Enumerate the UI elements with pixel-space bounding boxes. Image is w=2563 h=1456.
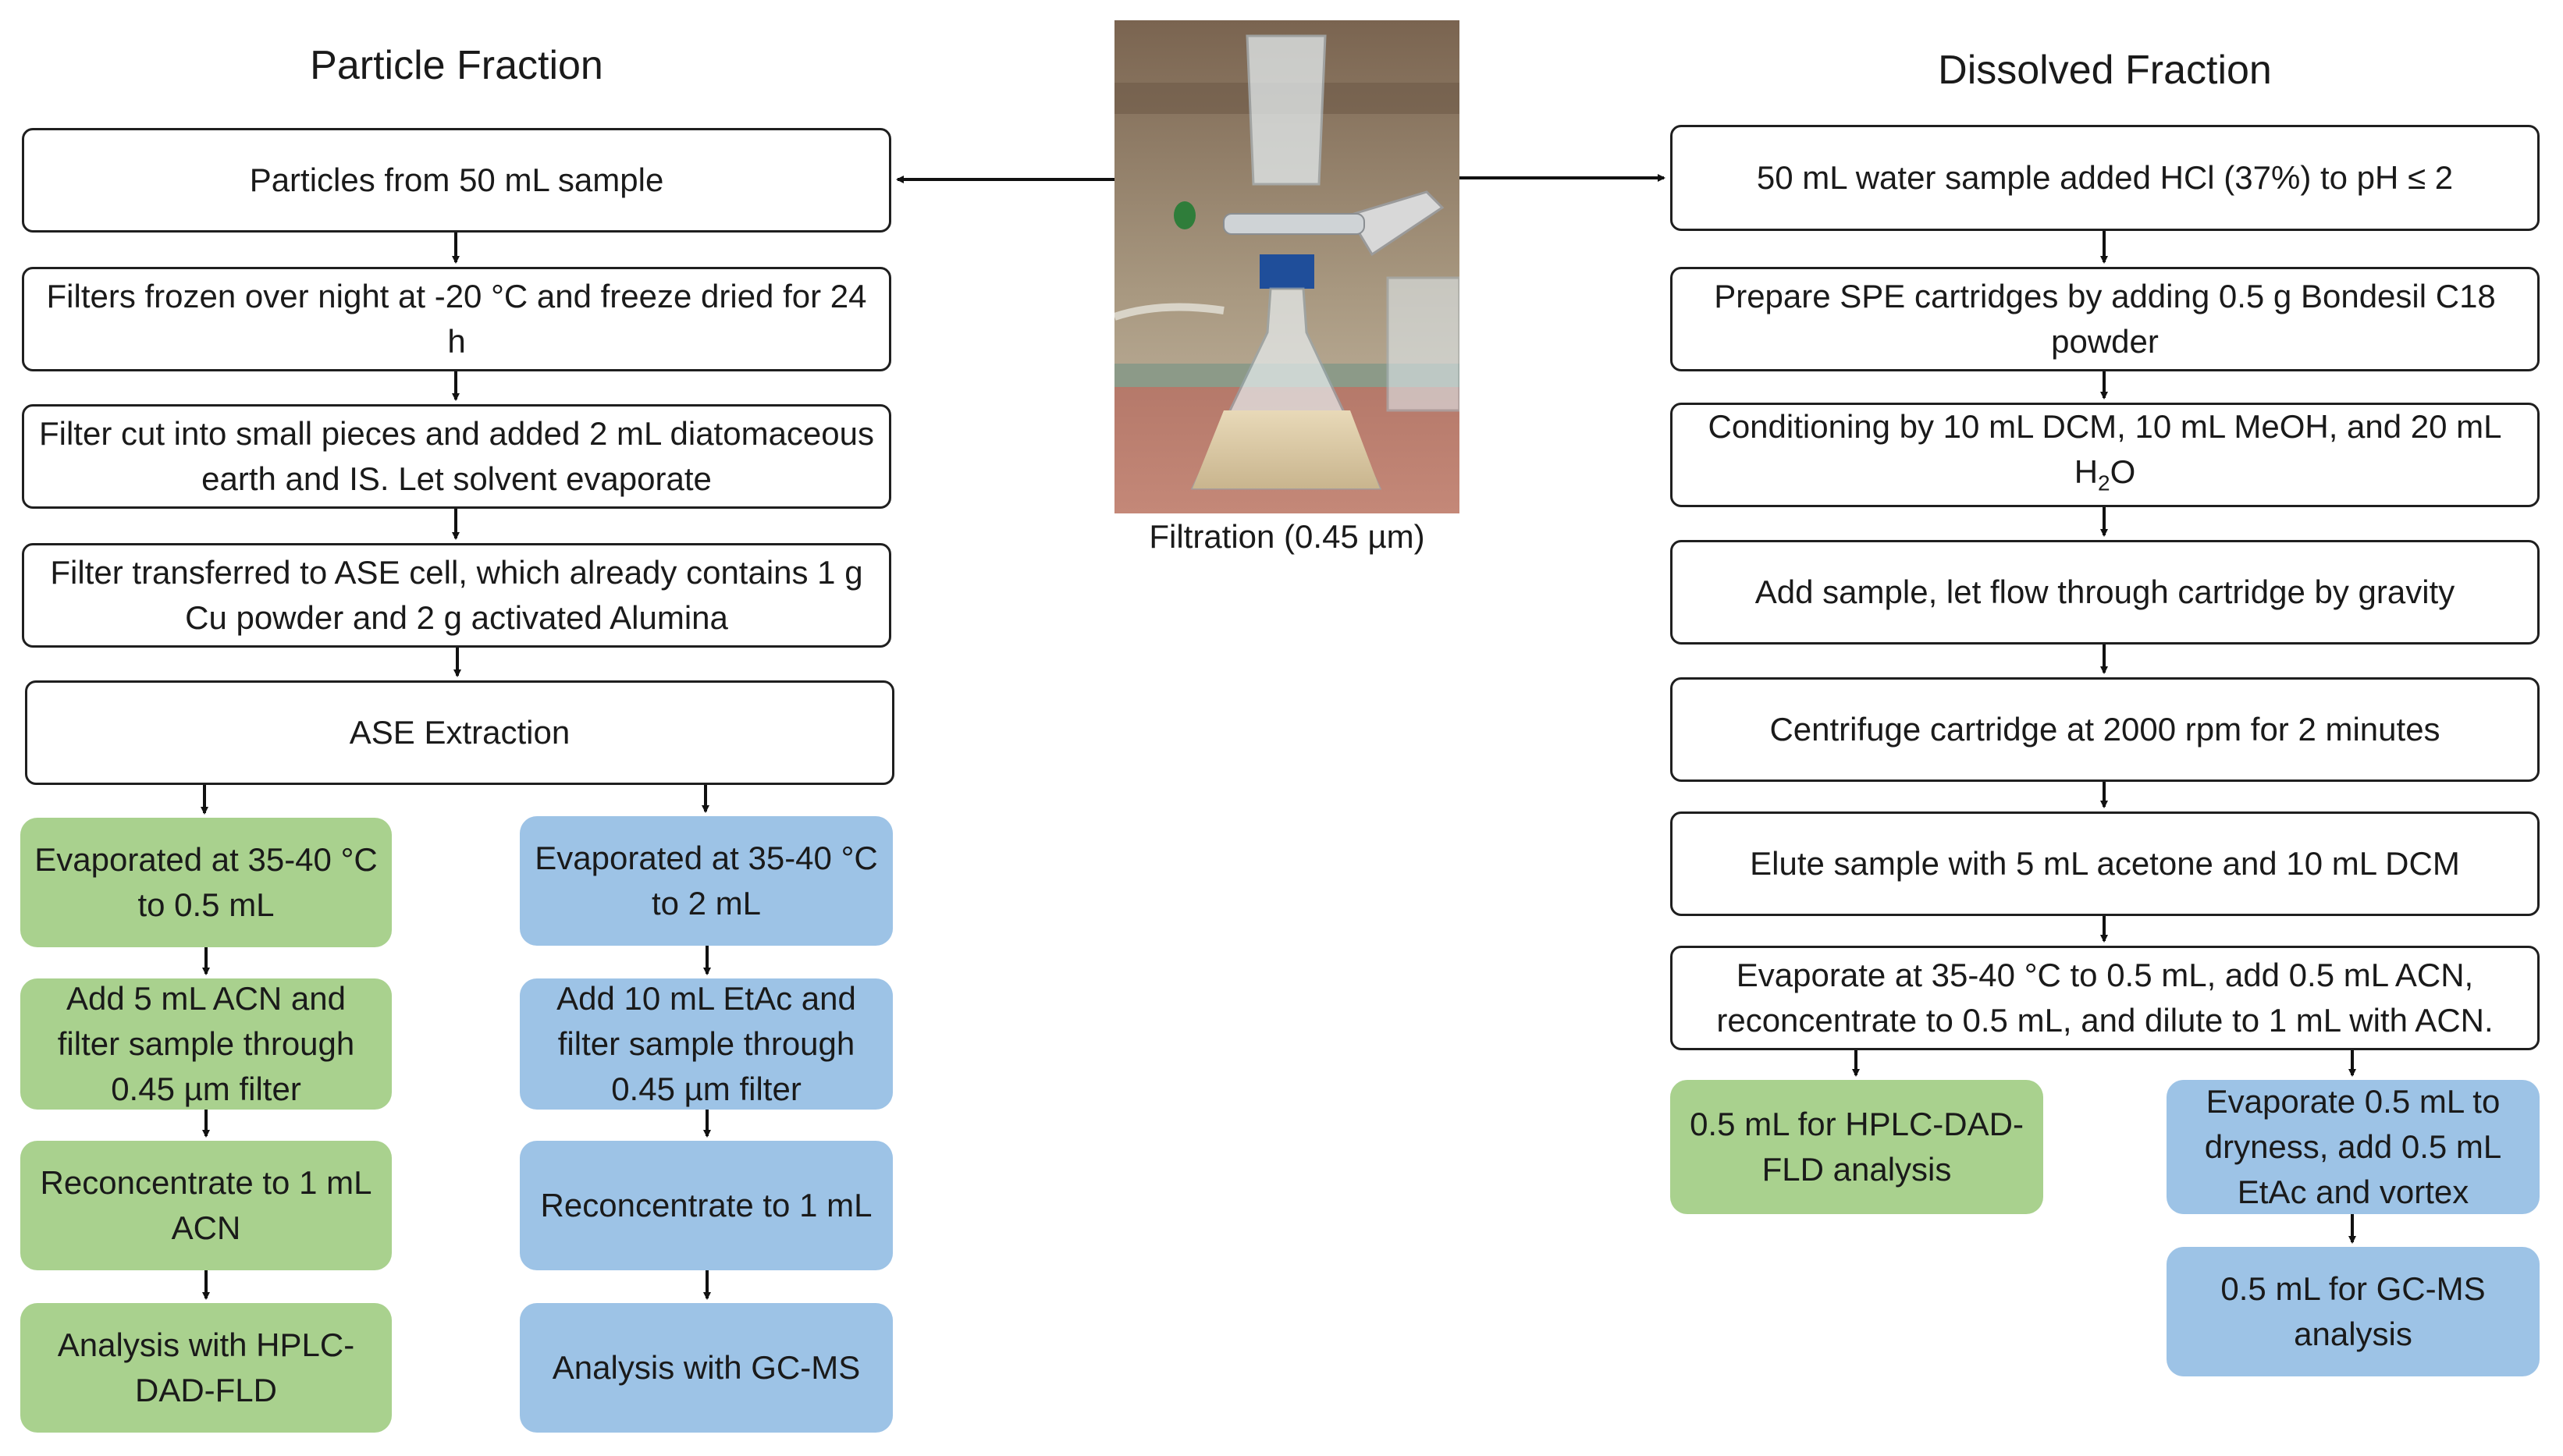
particle-fraction-title: Particle Fraction: [310, 43, 603, 88]
particle-green-step-2: Add 5 mL ACN and filter sample through 0…: [20, 978, 392, 1110]
particle-green-step-1: Evaporated at 35-40 °C to 0.5 mL: [20, 818, 392, 947]
particle-green-step-3: Reconcentrate to 1 mL ACN: [20, 1141, 392, 1270]
particle-blue-step-1: Evaporated at 35-40 °C to 2 mL: [520, 816, 893, 946]
dissolved-step-2: Prepare SPE cartridges by adding 0.5 g B…: [1670, 267, 2540, 371]
dissolved-fraction-title: Dissolved Fraction: [1938, 48, 2272, 93]
dissolved-step-4: Add sample, let flow through cartridge b…: [1670, 540, 2540, 645]
particle-step-3: Filter cut into small pieces and added 2…: [22, 404, 891, 509]
particle-step-1: Particles from 50 mL sample: [22, 128, 891, 233]
particle-blue-step-4: Analysis with GC-MS: [520, 1303, 893, 1433]
particle-step-4: Filter transferred to ASE cell, which al…: [22, 543, 891, 648]
filtration-photo: [1114, 20, 1459, 513]
dissolved-step-1: 50 mL water sample added HCl (37%) to pH…: [1670, 125, 2540, 231]
dissolved-step-3-text: Conditioning by 10 mL DCM, 10 mL MeOH, a…: [1708, 407, 2502, 495]
dissolved-step-3: Conditioning by 10 mL DCM, 10 mL MeOH, a…: [1670, 403, 2540, 507]
dissolved-blue-step-1: Evaporate 0.5 mL to dryness, add 0.5 mL …: [2167, 1080, 2540, 1214]
dissolved-green-step-1: 0.5 mL for HPLC-DAD-FLD analysis: [1670, 1080, 2043, 1214]
dissolved-blue-step-2: 0.5 mL for GC-MS analysis: [2167, 1247, 2540, 1376]
particle-step-5: ASE Extraction: [25, 680, 894, 785]
particle-step-2: Filters frozen over night at -20 °C and …: [22, 267, 891, 371]
dissolved-step-7: Evaporate at 35-40 °C to 0.5 mL, add 0.5…: [1670, 946, 2540, 1050]
particle-blue-step-3: Reconcentrate to 1 mL: [520, 1141, 893, 1270]
dissolved-step-5: Centrifuge cartridge at 2000 rpm for 2 m…: [1670, 677, 2540, 782]
particle-green-step-4: Analysis with HPLC-DAD-FLD: [20, 1303, 392, 1433]
photo-caption: Filtration (0.45 µm): [1149, 518, 1425, 555]
dissolved-step-6: Elute sample with 5 mL acetone and 10 mL…: [1670, 811, 2540, 916]
particle-blue-step-2: Add 10 mL EtAc and filter sample through…: [520, 978, 893, 1110]
